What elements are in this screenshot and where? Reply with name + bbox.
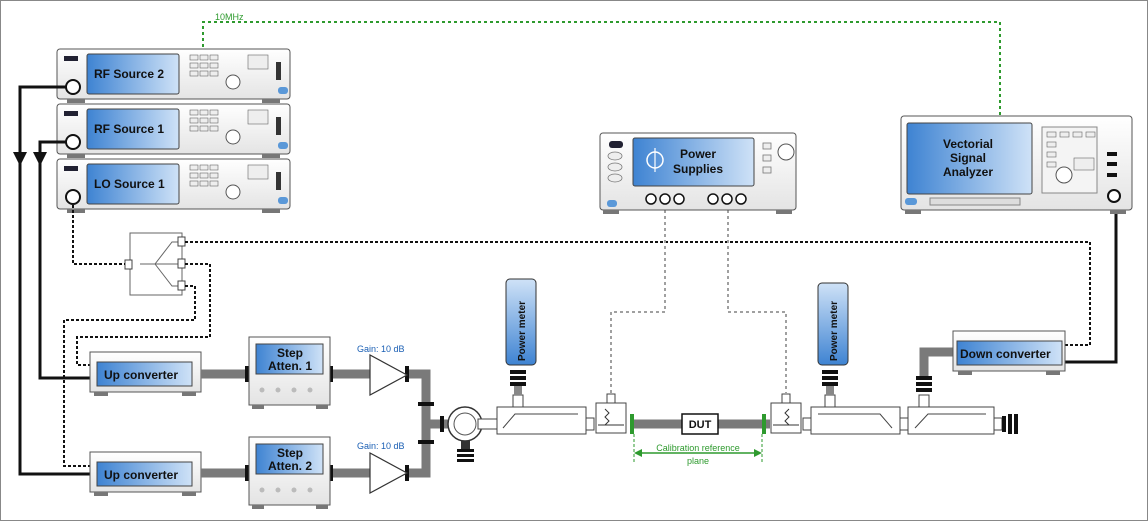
lo-splitter	[124, 232, 186, 296]
lo-output-connector[interactable]	[65, 189, 81, 205]
vsa-line2: Signal	[950, 151, 986, 165]
gain-2-label: Gain: 10 dB	[357, 441, 405, 451]
output-coupler	[802, 370, 901, 435]
power-meter-1-label: Power meter	[517, 301, 528, 361]
lo-source-1[interactable]: LO Source 1	[56, 158, 291, 213]
power-supplies-line2: Supplies	[673, 162, 723, 176]
power-supplies-line1: Power	[680, 147, 716, 161]
amplifier-2: Gain: 10 dB	[357, 441, 409, 495]
clock-label: 10MHz	[215, 12, 244, 22]
downconverter-waveguide	[919, 347, 955, 376]
up-converter-2[interactable]: Up converter	[89, 451, 202, 496]
rf-source-1[interactable]: RF Source 1	[56, 103, 291, 158]
rf-output-connector[interactable]	[65, 134, 81, 150]
down-converter[interactable]: Down converter	[952, 330, 1066, 375]
vsa-line3: Analyzer	[943, 165, 993, 179]
output-coupler-2	[899, 376, 1018, 435]
up-converter-2-label: Up converter	[104, 468, 178, 482]
step-atten-2-line2: Atten. 2	[268, 459, 312, 473]
step-atten-1-line1: Step	[277, 346, 303, 360]
cable-arrows	[13, 152, 47, 166]
step-atten-2-line1: Step	[277, 446, 303, 460]
down-converter-label: Down converter	[960, 347, 1051, 361]
power-supplies[interactable]: Power Supplies	[599, 132, 797, 214]
step-attenuator-2[interactable]: Step Atten. 2	[248, 436, 331, 509]
step-atten-1-line2: Atten. 1	[268, 359, 312, 373]
step-attenuator-1[interactable]: Step Atten. 1	[248, 336, 331, 409]
rf-source-2[interactable]: RF Source 2	[56, 48, 291, 103]
amplifier-1: Gain: 10 dB	[357, 344, 409, 397]
rf-source-2-label: RF Source 2	[94, 67, 164, 81]
output-bias-tee	[770, 393, 802, 434]
clock-line: 10MHz	[202, 12, 1001, 116]
calibration-plane-label-1: Calibration reference	[656, 443, 740, 453]
dut[interactable]: DUT	[630, 413, 766, 435]
lo-cables	[63, 205, 1091, 467]
vector-signal-analyzer[interactable]: Vectorial Signal Analyzer	[900, 115, 1133, 214]
input-coupler	[496, 370, 595, 435]
rf-source-1-label: RF Source 1	[94, 122, 164, 136]
power-meter-2[interactable]: Power meter	[817, 282, 849, 366]
vsa-input-connector[interactable]	[1107, 189, 1121, 203]
power-meter-2-label: Power meter	[829, 301, 840, 361]
dut-label: DUT	[689, 419, 712, 431]
dc-lines	[610, 210, 787, 394]
rf-output-connector[interactable]	[65, 79, 81, 95]
calibration-plane-label-2: plane	[687, 456, 709, 466]
up-converter-1[interactable]: Up converter	[89, 351, 202, 396]
calibration-plane: Calibration reference plane	[633, 434, 763, 466]
up-converter-1-label: Up converter	[104, 368, 178, 382]
input-bias-tee	[595, 393, 627, 434]
power-meter-1[interactable]: Power meter	[505, 278, 537, 366]
lo-source-1-label: LO Source 1	[94, 177, 165, 191]
vsa-line1: Vectorial	[943, 137, 993, 151]
combiner	[447, 406, 499, 462]
gain-1-label: Gain: 10 dB	[357, 344, 405, 354]
